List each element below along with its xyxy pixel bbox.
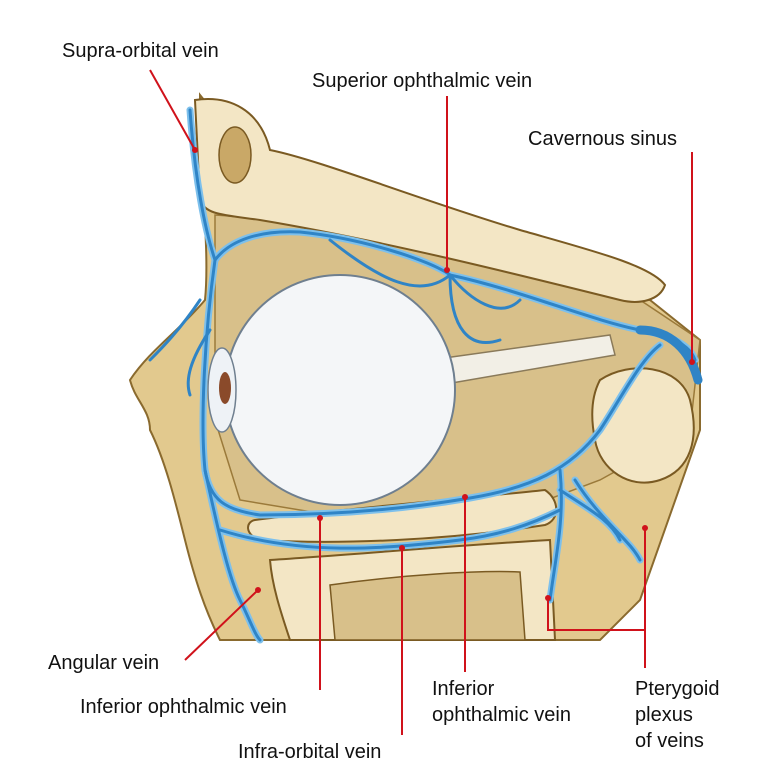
label-inferior-ophthalmic-vein-right-line1: Inferior xyxy=(432,678,495,700)
frontal-sinus xyxy=(218,126,252,184)
leader-pterygoid xyxy=(547,528,646,631)
leader-lines xyxy=(149,69,693,735)
eyeball xyxy=(224,274,456,506)
label-pterygoid-line2: plexus xyxy=(635,704,693,726)
label-supra-orbital-vein: Supra-orbital vein xyxy=(62,40,219,62)
label-inferior-ophthalmic-vein-left: Inferior ophthalmic vein xyxy=(80,696,287,718)
label-cavernous-sinus: Cavernous sinus xyxy=(528,128,677,150)
vein-network xyxy=(148,106,703,644)
leader-angular xyxy=(184,589,259,661)
sphenoid-bone xyxy=(591,367,695,484)
label-pterygoid-line1: Pterygoid xyxy=(635,678,720,700)
label-pterygoid-line3: of veins xyxy=(635,730,704,752)
label-superior-ophthalmic-vein: Superior ophthalmic vein xyxy=(312,70,533,92)
orbital-roof-bone xyxy=(193,98,667,303)
label-inferior-ophthalmic-vein-right-line2: ophthalmic vein xyxy=(432,704,571,726)
label-infra-orbital-vein: Infra-orbital vein xyxy=(238,741,382,763)
leader-supra-orbital xyxy=(149,69,196,151)
iris xyxy=(219,372,231,404)
maxillary-sinus xyxy=(329,570,526,641)
leader-dots xyxy=(192,147,695,601)
label-angular-vein: Angular vein xyxy=(48,652,160,674)
